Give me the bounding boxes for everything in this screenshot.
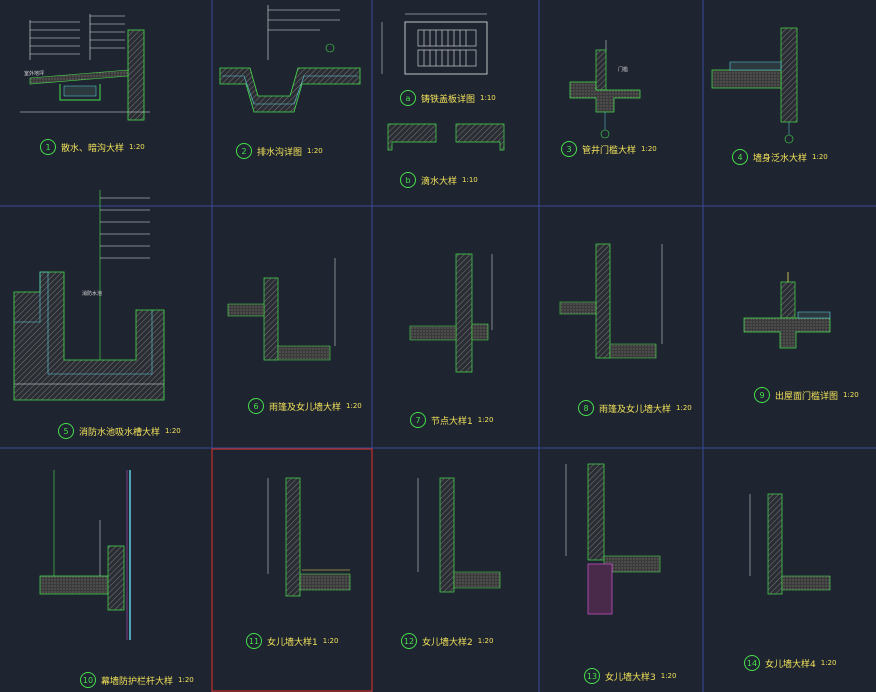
detail-title-8: 8 雨篷及女儿墙大样 1:20	[578, 400, 692, 416]
detail-11-drawing	[267, 477, 351, 597]
detail-title: 铸铁盖板详图	[421, 94, 476, 105]
detail-scale: 1:10	[462, 176, 478, 184]
detail-title: 排水沟详图	[257, 147, 303, 158]
detail-title: 消防水池吸水槽大样	[79, 427, 161, 438]
detail-3-drawing	[569, 40, 641, 139]
detail-title: 幕墙防护栏杆大样	[101, 676, 174, 687]
detail-scale: 1:10	[480, 94, 496, 102]
detail-title: 管井门槛大样	[582, 145, 637, 156]
detail-title: 出屋面门槛详图	[775, 391, 839, 402]
detail-13-drawing	[565, 463, 661, 615]
detail-number: 11	[246, 633, 262, 649]
detail-scale: 1:20	[307, 147, 323, 155]
detail-number: 8	[578, 400, 594, 416]
detail-title: 女儿墙大样4	[765, 659, 816, 670]
detail-scale: 1:20	[346, 402, 362, 410]
detail-5-drawing	[13, 190, 165, 401]
detail-14-drawing	[749, 493, 831, 595]
detail-scale: 1:20	[660, 672, 677, 680]
detail-a-drawing	[381, 13, 488, 75]
detail-8-drawing	[559, 243, 663, 359]
detail-2-drawing	[219, 5, 361, 113]
detail-number: 13	[584, 668, 600, 684]
detail-title-1: 1 散水、暗沟大样 1:20	[40, 139, 145, 155]
detail-number: 14	[744, 655, 760, 671]
label-ext-floor: 室外地坪	[24, 71, 45, 77]
detail-number: 2	[236, 143, 252, 159]
detail-title-9: 9 出屋面门槛详图 1:20	[754, 387, 859, 403]
detail-1-drawing	[20, 14, 150, 121]
detail-scale: 1:20	[477, 416, 494, 424]
label-sill: 门槛	[618, 67, 629, 73]
detail-title-7: 7 节点大样1 1:20	[410, 412, 493, 428]
detail-6-drawing	[227, 258, 336, 361]
detail-b-drawing	[387, 123, 505, 151]
detail-title-a: a 铸铁盖板详图 1:10	[400, 90, 496, 106]
detail-title: 女儿墙大样2	[422, 637, 473, 648]
detail-7-drawing	[409, 253, 493, 373]
detail-scale: 1:20	[676, 404, 692, 412]
detail-number: 7	[410, 412, 426, 428]
detail-number: 9	[754, 387, 770, 403]
detail-title-5: 5 消防水池吸水槽大样 1:20	[58, 423, 181, 439]
detail-title: 雨篷及女儿墙大样	[269, 402, 342, 413]
detail-title: 雨篷及女儿墙大样	[599, 404, 672, 415]
detail-scale: 1:20	[165, 427, 181, 435]
detail-title-14: 14 女儿墙大样4 1:20	[744, 655, 836, 671]
detail-number: b	[400, 172, 416, 188]
detail-number: 3	[561, 141, 577, 157]
detail-scale: 1:20	[322, 637, 339, 645]
detail-title-12: 12 女儿墙大样2 1:20	[401, 633, 493, 649]
detail-number: 5	[58, 423, 74, 439]
detail-title-6: 6 雨篷及女儿墙大样 1:20	[248, 398, 362, 414]
detail-title-3: 3 管井门槛大样 1:20	[561, 141, 657, 157]
detail-title-13: 13 女儿墙大样3 1:20	[584, 668, 676, 684]
detail-scale: 1:20	[129, 143, 145, 151]
detail-number: a	[400, 90, 416, 106]
detail-title: 滴水大样	[421, 176, 458, 187]
label-pool: 消防水池	[82, 291, 103, 297]
detail-title: 墙身泛水大样	[753, 153, 808, 164]
detail-scale: 1:20	[843, 391, 859, 399]
detail-12-drawing	[417, 477, 501, 593]
detail-title: 女儿墙大样1	[267, 637, 318, 648]
detail-title-10: 10 幕墙防护栏杆大样 1:20	[80, 672, 194, 688]
detail-title: 节点大样1	[431, 416, 473, 427]
detail-9-drawing	[743, 272, 831, 349]
detail-scale: 1:20	[178, 676, 194, 684]
detail-title-4: 4 墙身泛水大样 1:20	[732, 149, 828, 165]
detail-scale: 1:20	[641, 145, 657, 153]
detail-title-11: 11 女儿墙大样1 1:20	[246, 633, 338, 649]
detail-title: 散水、暗沟大样	[61, 143, 125, 154]
detail-scale: 1:20	[820, 659, 837, 667]
detail-scale: 1:20	[477, 637, 494, 645]
detail-number: 1	[40, 139, 56, 155]
detail-number: 4	[732, 149, 748, 165]
detail-title-2: 2 排水沟详图 1:20	[236, 143, 323, 159]
detail-number: 12	[401, 633, 417, 649]
detail-title-b: b 滴水大样 1:10	[400, 172, 478, 188]
detail-scale: 1:20	[812, 153, 828, 161]
detail-number: 6	[248, 398, 264, 414]
detail-4-drawing	[711, 27, 798, 144]
detail-number: 10	[80, 672, 96, 688]
selected-frame	[211, 448, 373, 692]
detail-title: 女儿墙大样3	[605, 672, 656, 683]
detail-10-drawing	[39, 470, 131, 640]
